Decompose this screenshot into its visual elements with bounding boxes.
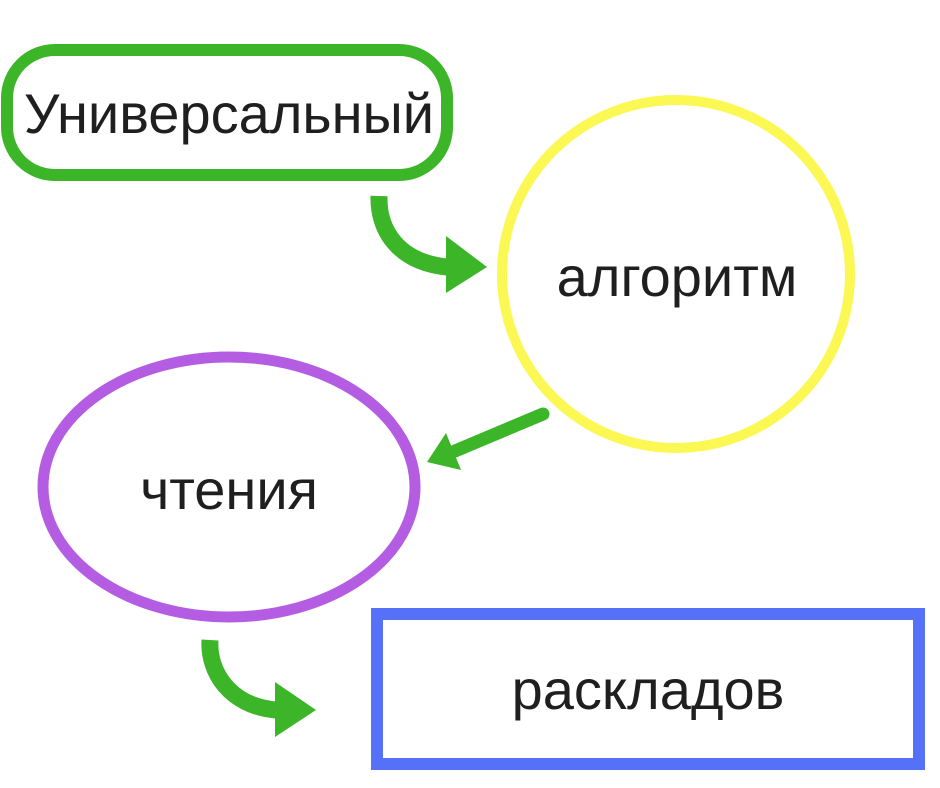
node-spreads: раскладов (371, 608, 925, 770)
arrow-1-shaft (370, 195, 449, 276)
arrow-reading-to-spreads (201, 639, 316, 737)
node-spreads-label: раскладов (512, 658, 785, 721)
node-universal-shape (1, 44, 453, 181)
arrow-2-shaft (448, 407, 550, 458)
node-universal: Универсальный (1, 44, 453, 181)
node-spreads-shape (371, 608, 925, 770)
node-universal-label: Универсальный (24, 82, 434, 145)
node-algorithm-label: алгоритм (557, 245, 798, 308)
node-algorithm: алгоритм (497, 95, 855, 453)
arrow-3-shaft (201, 639, 278, 719)
arrow-universal-to-algorithm (370, 195, 487, 293)
node-reading: чтения (37, 351, 421, 623)
node-reading-label: чтения (140, 458, 318, 521)
arrow-algorithm-to-reading (427, 407, 550, 470)
arrow-3-head (275, 682, 316, 737)
arrow-2-head (427, 433, 461, 470)
node-algorithm-shape (497, 95, 855, 453)
arrow-1-head (446, 236, 487, 293)
node-reading-shape (37, 351, 421, 623)
